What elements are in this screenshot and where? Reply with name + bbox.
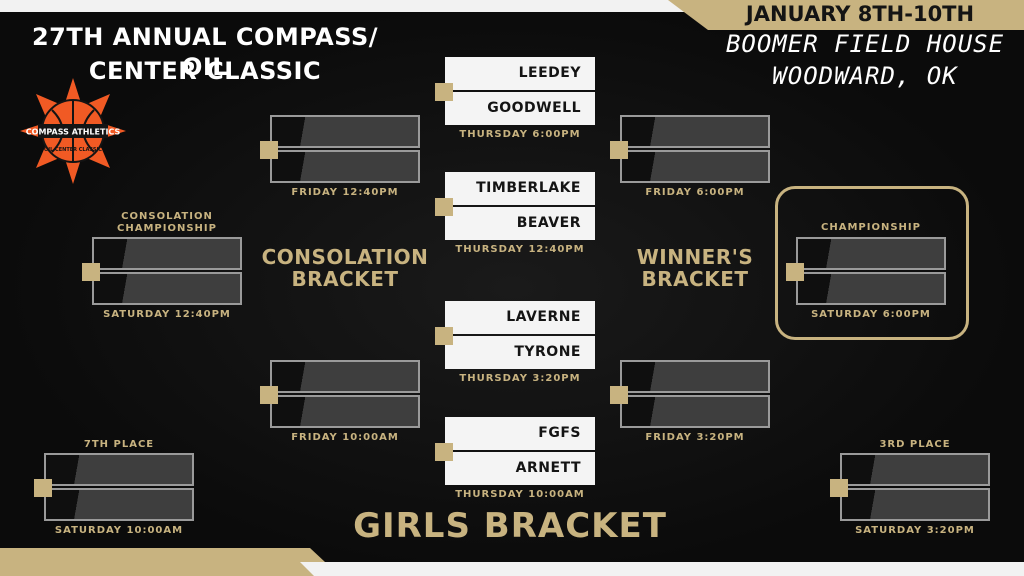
game-label: 7TH PLACE xyxy=(83,439,155,450)
game-time: FRIDAY 10:00AM xyxy=(291,432,399,443)
bracket-connector xyxy=(82,263,100,281)
team-slot xyxy=(796,272,946,305)
team-slot xyxy=(92,237,242,270)
team-name: GOODWELL xyxy=(487,100,581,116)
team-name: TIMBERLAKE xyxy=(476,180,581,196)
team-slot: BEAVER xyxy=(445,207,595,240)
first-round-match-3: LAVERNE TYRONE THURSDAY 3:20PM xyxy=(435,301,595,384)
team-slot xyxy=(44,453,194,486)
team-slot: TYRONE xyxy=(445,336,595,369)
bottom-gold-band xyxy=(0,548,340,576)
team-slot: FGFS xyxy=(445,417,595,450)
game-label: CONSOLATION CHAMPIONSHIP xyxy=(117,211,217,234)
team-name: LEEDEY xyxy=(518,65,581,81)
team-slot xyxy=(270,360,420,393)
game-time: THURSDAY 12:40PM xyxy=(455,244,585,255)
event-title-line2: CENTER CLASSIC xyxy=(88,57,322,85)
first-round-match-1: LEEDEY GOODWELL THURSDAY 6:00PM xyxy=(435,57,595,140)
team-slot xyxy=(796,237,946,270)
team-slot xyxy=(270,115,420,148)
bracket-connector xyxy=(610,141,628,159)
top-gold-band xyxy=(668,0,1024,30)
consolation-match-2: FRIDAY 10:00AM xyxy=(260,360,420,443)
bracket-connector xyxy=(830,479,848,497)
bracket-connector xyxy=(34,479,52,497)
winners-bracket-label-line1: WINNER'S xyxy=(636,245,754,269)
championship-frame xyxy=(775,186,969,340)
game-time: THURSDAY 6:00PM xyxy=(459,129,581,140)
championship-match: CHAMPIONSHIP SATURDAY 6:00PM xyxy=(786,222,946,320)
team-name: LAVERNE xyxy=(506,309,581,325)
team-name: BEAVER xyxy=(516,215,581,231)
bracket-connector xyxy=(260,141,278,159)
consolation-championship-match: CONSOLATION CHAMPIONSHIP SATURDAY 12:40P… xyxy=(82,211,242,320)
team-slot: GOODWELL xyxy=(445,92,595,125)
team-slot xyxy=(620,115,770,148)
consolation-bracket-label-line1: CONSOLATION xyxy=(261,245,429,269)
consolation-match-1: FRIDAY 12:40PM xyxy=(260,115,420,198)
game-time: SATURDAY 3:20PM xyxy=(855,525,975,536)
team-slot xyxy=(840,488,990,521)
bracket-connector xyxy=(435,327,453,345)
team-slot: ARNETT xyxy=(445,452,595,485)
first-round-match-4: FGFS ARNETT THURSDAY 10:00AM xyxy=(435,417,595,500)
team-name: ARNETT xyxy=(515,460,581,476)
team-slot xyxy=(270,150,420,183)
game-time: FRIDAY 6:00PM xyxy=(645,187,745,198)
event-title-line1: 27TH ANNUAL COMPASS/ OIL xyxy=(31,23,379,81)
winners-bracket-label-line2: BRACKET xyxy=(641,267,749,291)
team-slot: LAVERNE xyxy=(445,301,595,334)
bracket-connector xyxy=(435,83,453,101)
team-slot xyxy=(620,150,770,183)
svg-text:OIL CENTER CLASSIC: OIL CENTER CLASSIC xyxy=(44,147,102,153)
team-slot xyxy=(620,360,770,393)
game-time: THURSDAY 3:20PM xyxy=(459,373,581,384)
bracket-connector xyxy=(435,443,453,461)
top-white-band xyxy=(0,0,700,12)
compass-athletics-logo: COMPASS ATHLETICS OIL CENTER CLASSIC xyxy=(20,78,126,184)
game-time: SATURDAY 6:00PM xyxy=(811,309,931,320)
team-slot: LEEDEY xyxy=(445,57,595,90)
team-slot xyxy=(44,488,194,521)
game-label: CHAMPIONSHIP xyxy=(821,222,921,233)
game-time: SATURDAY 12:40PM xyxy=(103,309,231,320)
seventh-place-match: 7TH PLACE SATURDAY 10:00AM xyxy=(34,439,194,536)
winners-match-2: FRIDAY 3:20PM xyxy=(610,360,770,443)
girls-bracket-title: GIRLS BRACKET xyxy=(353,506,667,546)
bottom-white-band xyxy=(300,562,1024,576)
team-slot xyxy=(270,395,420,428)
game-time: THURSDAY 10:00AM xyxy=(455,489,585,500)
game-label: 3RD PLACE xyxy=(879,439,951,450)
team-slot xyxy=(620,395,770,428)
first-round-match-2: TIMBERLAKE BEAVER THURSDAY 12:40PM xyxy=(435,172,595,255)
consolation-bracket-label-line2: BRACKET xyxy=(291,267,399,291)
team-slot: TIMBERLAKE xyxy=(445,172,595,205)
bracket-connector xyxy=(786,263,804,281)
bracket-connector xyxy=(260,386,278,404)
team-slot xyxy=(92,272,242,305)
game-time: FRIDAY 3:20PM xyxy=(645,432,745,443)
venue-name: BOOMER FIELD HOUSE xyxy=(725,30,1005,58)
game-time: FRIDAY 12:40PM xyxy=(291,187,399,198)
svg-text:COMPASS ATHLETICS: COMPASS ATHLETICS xyxy=(26,128,121,137)
consolation-bracket-label: CONSOLATION BRACKET xyxy=(260,246,430,290)
team-name: TYRONE xyxy=(514,344,581,360)
bracket-connector xyxy=(610,386,628,404)
bracket-connector xyxy=(435,198,453,216)
winners-match-1: FRIDAY 6:00PM xyxy=(610,115,770,198)
team-slot xyxy=(840,453,990,486)
event-dates: JANUARY 8TH-10TH xyxy=(745,2,975,26)
venue-location: WOODWARD, OK xyxy=(772,62,958,90)
third-place-match: 3RD PLACE SATURDAY 3:20PM xyxy=(830,439,990,536)
winners-bracket-label: WINNER'S BRACKET xyxy=(615,246,775,290)
game-time: SATURDAY 10:00AM xyxy=(54,525,184,536)
team-name: FGFS xyxy=(538,425,581,441)
